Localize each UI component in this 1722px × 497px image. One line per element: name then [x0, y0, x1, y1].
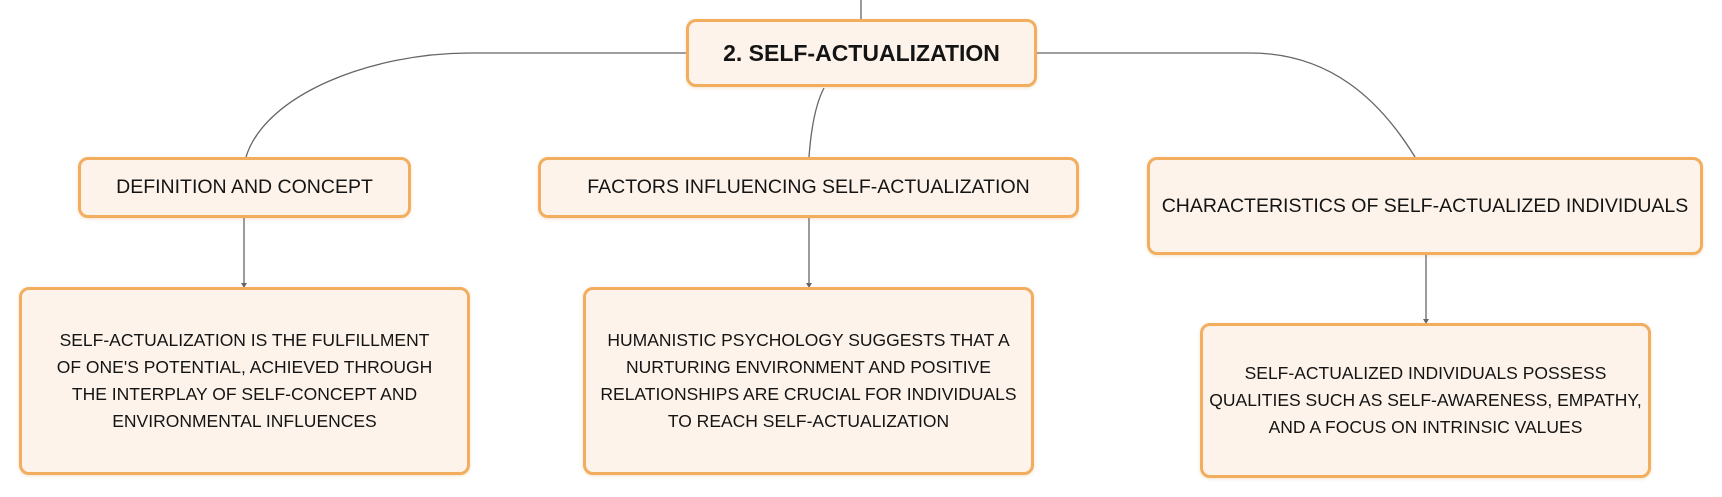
detail-node-text: SELF-ACTUALIZED INDIVIDUALS POSSESS QUAL…	[1209, 363, 1642, 437]
detail-node-text: HUMANISTIC PSYCHOLOGY SUGGESTS THAT A NU…	[600, 330, 1017, 431]
arrowhead-characteristics	[1423, 319, 1429, 324]
connector-root-to-definition	[245, 52, 686, 158]
root-node-label: 2. SELF-ACTUALIZATION	[723, 39, 1000, 66]
topic-node-label: DEFINITION AND CONCEPT	[116, 176, 373, 198]
arrowhead-definition	[241, 283, 247, 288]
arrowhead-factors	[806, 283, 812, 288]
connector-root-to-factors	[808, 87, 825, 158]
connector-root-to-characteristics	[1037, 52, 1416, 158]
topic-node-label: CHARACTERISTICS OF SELF-ACTUALIZED INDIV…	[1161, 194, 1689, 217]
topic-node-label: FACTORS INFLUENCING SELF-ACTUALIZATION	[587, 176, 1030, 198]
detail-node-text: SELF-ACTUALIZATION IS THE FULFILLMENT OF…	[56, 330, 433, 431]
detail-node-characteristics[interactable]: SELF-ACTUALIZED INDIVIDUALS POSSESS QUAL…	[1200, 323, 1651, 478]
topic-node-definition-and-concept[interactable]: DEFINITION AND CONCEPT	[78, 157, 411, 218]
detail-node-definition[interactable]: SELF-ACTUALIZATION IS THE FULFILLMENT OF…	[19, 287, 470, 475]
topic-node-characteristics[interactable]: CHARACTERISTICS OF SELF-ACTUALIZED INDIV…	[1147, 157, 1703, 255]
root-node-self-actualization[interactable]: 2. SELF-ACTUALIZATION	[686, 19, 1037, 87]
detail-node-factors[interactable]: HUMANISTIC PSYCHOLOGY SUGGESTS THAT A NU…	[583, 287, 1034, 475]
topic-node-factors-influencing[interactable]: FACTORS INFLUENCING SELF-ACTUALIZATION	[538, 157, 1079, 218]
